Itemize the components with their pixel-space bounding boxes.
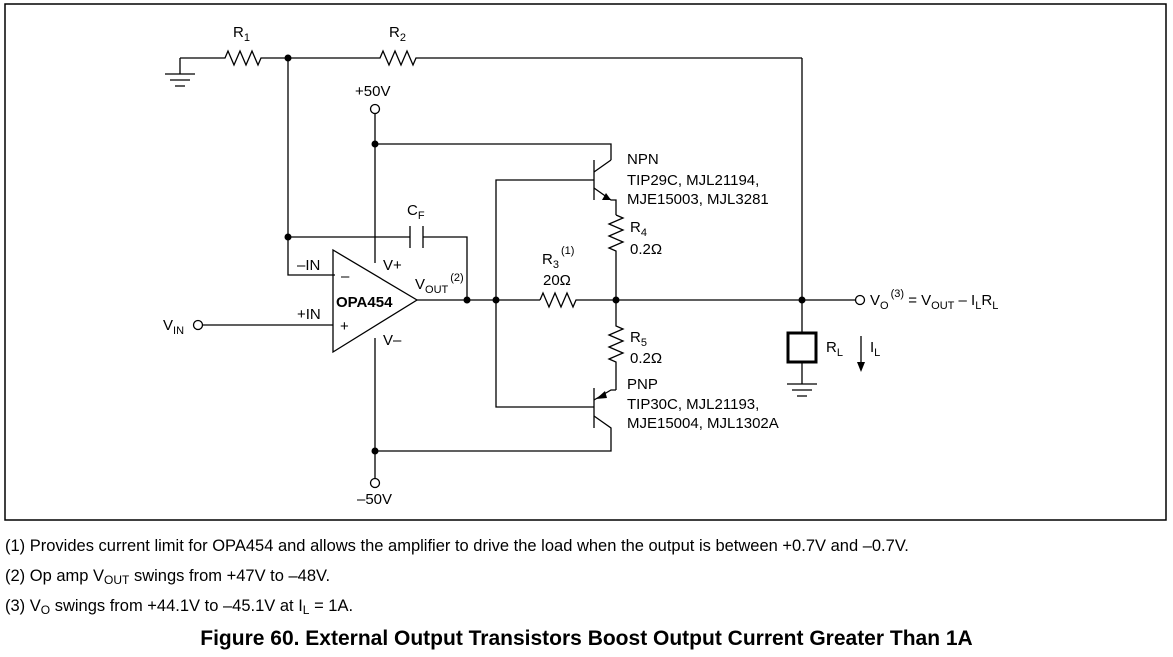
npn-transistor bbox=[593, 159, 617, 215]
ground-symbol-left bbox=[165, 58, 195, 87]
opamp-minus-sign: – bbox=[341, 268, 350, 285]
r3-value: 20Ω bbox=[543, 272, 571, 289]
rl-label: RL bbox=[826, 339, 843, 359]
r5-label: R5 bbox=[630, 329, 647, 349]
junction-dot bbox=[463, 296, 471, 304]
pnp-type-label: PNP bbox=[627, 376, 658, 393]
footnote-3: (3) VO swings from +44.1V to –45.1V at I… bbox=[5, 597, 354, 617]
current-arrow-il bbox=[857, 336, 865, 372]
output-wire bbox=[801, 58, 855, 333]
r4-label: R4 bbox=[630, 219, 647, 239]
diagram-frame bbox=[4, 3, 1167, 521]
opamp-name: OPA454 bbox=[336, 294, 393, 311]
resistor-r4 bbox=[607, 214, 625, 300]
npn-parts-line1: TIP29C, MJL21194, bbox=[627, 172, 759, 189]
load-resistor-rl bbox=[786, 331, 818, 364]
cf-label: CF bbox=[407, 202, 425, 222]
resistor-r3 bbox=[539, 291, 802, 309]
vminus-supply-terminal bbox=[369, 477, 381, 489]
minus-in-label: –IN bbox=[297, 257, 320, 274]
footnote-2: (2) Op amp VOUT swings from +47V to –48V… bbox=[5, 567, 331, 587]
resistor-r1 bbox=[180, 49, 288, 67]
ground-symbol-load bbox=[787, 362, 817, 397]
pnp-parts-line2: MJE15004, MJL1302A bbox=[627, 415, 779, 432]
pnp-parts-line1: TIP30C, MJL21193, bbox=[627, 396, 759, 413]
vminus-rail bbox=[374, 338, 612, 478]
opamp-plus-sign: + bbox=[340, 318, 349, 335]
npn-parts-line2: MJE15003, MJL3281 bbox=[627, 191, 769, 208]
vplus-pin-label: V+ bbox=[383, 257, 402, 274]
junction-dot bbox=[284, 54, 292, 62]
vminus-supply-label: –50V bbox=[357, 491, 392, 508]
il-label: IL bbox=[870, 339, 880, 359]
pnp-base-wire bbox=[495, 300, 594, 408]
vo-equation: VO(3) = VOUT – ILRL bbox=[870, 288, 998, 312]
vin-label: VIN bbox=[163, 317, 184, 337]
footnote-1: (1) Provides current limit for OPA454 an… bbox=[5, 537, 909, 555]
figure-caption: Figure 60. External Output Transistors B… bbox=[200, 627, 973, 650]
r4-value: 0.2Ω bbox=[630, 241, 662, 258]
resistor-r2 bbox=[288, 49, 802, 67]
junction-dot bbox=[371, 140, 379, 148]
plus-in-label: +IN bbox=[297, 306, 321, 323]
opamp-triangle bbox=[332, 248, 419, 354]
vout-label: VOUT(2) bbox=[415, 272, 464, 296]
vin-terminal bbox=[192, 319, 204, 331]
resistor-r5 bbox=[607, 300, 625, 390]
vminus-pin-label: V– bbox=[383, 332, 402, 349]
r3-label: R3(1) bbox=[542, 245, 574, 271]
capacitor-cf bbox=[409, 226, 424, 248]
pnp-transistor bbox=[593, 388, 616, 436]
junction-dot bbox=[371, 447, 379, 455]
junction-dot bbox=[284, 233, 292, 241]
vo-terminal bbox=[854, 294, 866, 306]
vplus-rail bbox=[374, 114, 612, 263]
r2-label: R2 bbox=[389, 24, 406, 44]
npn-base-wire bbox=[495, 179, 594, 300]
r5-value: 0.2Ω bbox=[630, 350, 662, 367]
npn-type-label: NPN bbox=[627, 151, 659, 168]
r1-label: R1 bbox=[233, 24, 250, 44]
vplus-supply-terminal bbox=[369, 103, 381, 115]
vplus-supply-label: +50V bbox=[355, 83, 390, 100]
